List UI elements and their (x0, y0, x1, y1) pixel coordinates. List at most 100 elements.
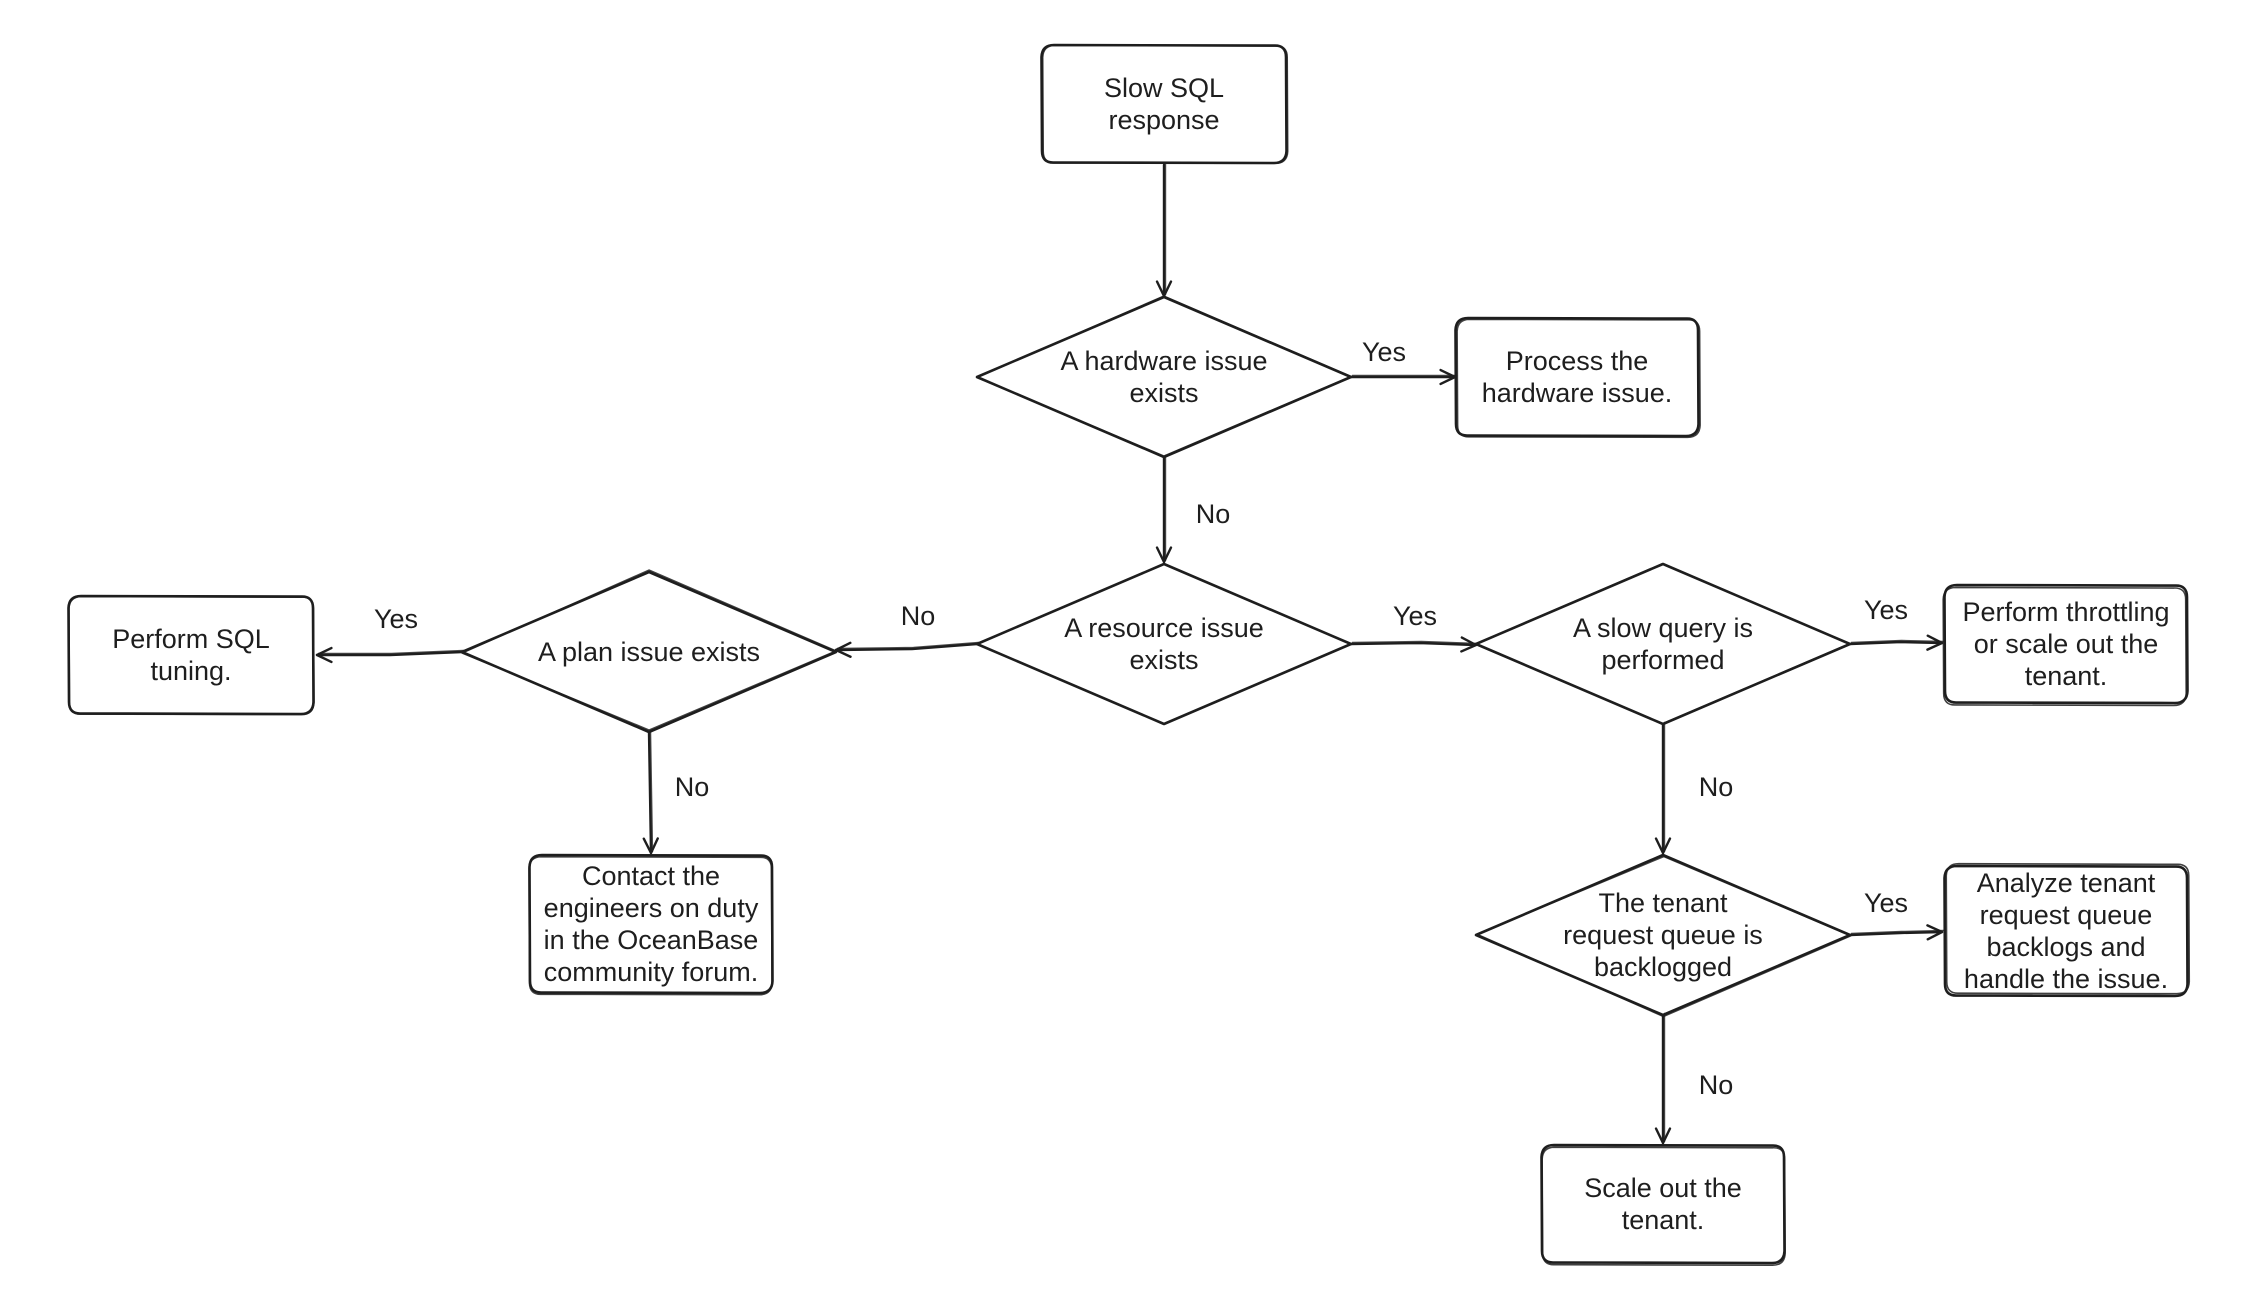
edge-hardware-check-to-process-hardware (1349, 368, 1458, 386)
node-text-line: Analyze tenant (1977, 868, 2156, 898)
node-text-line: hardware issue. (1482, 378, 1673, 408)
process-box-sketch-stroke (68, 595, 315, 716)
node-text-line: A resource issue (1064, 613, 1264, 643)
decision-diamond-outline (975, 562, 1353, 726)
edge-hardware-check-to-resource-check (1155, 454, 1173, 564)
node-text-line: or scale out the (1974, 629, 2159, 659)
node-text-line: tenant. (2025, 661, 2108, 691)
decision-plan-check: A plan issue exists (460, 569, 838, 734)
node-text-line: Scale out the (1584, 1173, 1742, 1203)
node-text-line: performed (1601, 645, 1724, 675)
edge-queue-check-to-analyze-queue (1848, 924, 1945, 941)
connector-line (834, 642, 979, 652)
edges-layer (315, 162, 1945, 1145)
connector-sketch-stroke (1850, 929, 1945, 935)
connector-sketch-stroke (1850, 639, 1945, 644)
process-box-sketch-stroke (528, 855, 773, 996)
edge-label-no: No (1699, 1070, 1734, 1100)
connector-sketch-stroke (649, 729, 654, 853)
edge-label-no: No (1196, 499, 1231, 529)
node-text-line: handle the issue. (1964, 964, 2168, 994)
edge-resource-check-to-slow-query-check (1349, 636, 1479, 653)
connector-line (1848, 640, 1944, 646)
node-text-line: A hardware issue (1060, 346, 1267, 376)
decision-diamond-outline (1474, 562, 1852, 726)
connector-line (315, 650, 464, 657)
decision-diamond-outline (975, 295, 1353, 459)
node-text-line: tuning. (150, 656, 231, 686)
node-text-line: exists (1129, 378, 1198, 408)
node-text-line: community forum. (544, 957, 759, 987)
node-text-line: request queue is (1563, 920, 1763, 950)
decision-diamond-sketch-stroke (1476, 855, 1852, 1018)
node-text-line: Perform throttling (1962, 597, 2169, 627)
node-text-line: in the OceanBase (544, 925, 759, 955)
node-text-line: response (1108, 105, 1219, 135)
node-text-line: A slow query is (1573, 613, 1753, 643)
process-box-outline (1454, 316, 1700, 438)
process-box-sketch-stroke (1945, 862, 2191, 995)
edge-plan-check-to-sql-tuning (315, 646, 465, 664)
process-box-outline (1540, 1143, 1786, 1265)
edge-plan-check-to-contact-engineers (642, 729, 659, 855)
arrowhead-icon (1926, 924, 1944, 941)
edge-label-yes: Yes (1864, 888, 1908, 918)
edge-resource-check-to-plan-check (834, 641, 980, 658)
node-text-line: backlogs and (1986, 932, 2145, 962)
node-text-line: Contact the (582, 861, 720, 891)
node-text-line: A plan issue exists (538, 637, 760, 667)
node-text-line: exists (1129, 645, 1198, 675)
edge-label-yes: Yes (1393, 601, 1437, 631)
process-box-outline (1943, 864, 2189, 998)
edge-slow-query-check-to-throttling (1848, 634, 1945, 651)
node-text-line: backlogged (1594, 952, 1732, 982)
decision-diamond-sketch-stroke (461, 569, 837, 731)
node-text-line: tenant. (1622, 1205, 1705, 1235)
edge-label-no: No (901, 601, 936, 631)
arrowhead-icon (315, 646, 333, 664)
edge-start-to-hardware-check (1155, 162, 1173, 298)
node-text-line: engineers on duty (544, 893, 759, 923)
edge-queue-check-to-scale-out (1654, 1012, 1672, 1145)
process-box-outline (1040, 43, 1288, 165)
connector-line (1349, 641, 1478, 647)
node-text-line: The tenant (1598, 888, 1728, 918)
process-box-sketch-stroke (1041, 44, 1289, 165)
edge-label-no: No (1699, 772, 1734, 802)
edge-label-yes: Yes (1864, 595, 1908, 625)
arrowhead-icon (642, 837, 659, 855)
node-text-line: Slow SQL (1104, 73, 1224, 103)
connector-sketch-stroke (1351, 640, 1479, 645)
node-text-line: request queue (1980, 900, 2153, 930)
connector-line (647, 730, 653, 855)
connector-sketch-stroke (317, 649, 465, 655)
edge-label-yes: Yes (1362, 337, 1406, 367)
arrowhead-icon (1155, 546, 1173, 564)
decision-diamond-sketch-stroke (976, 563, 1352, 725)
decision-diamond-sketch-stroke (976, 295, 1352, 457)
process-box-sketch-stroke (1456, 318, 1701, 439)
arrowhead-icon (1926, 634, 1944, 651)
process-box-sketch-stroke (1942, 586, 2187, 707)
edge-slow-query-check-to-queue-check (1654, 721, 1672, 855)
connector-sketch-stroke (836, 641, 980, 650)
arrowhead-icon (1654, 1127, 1672, 1145)
arrowhead-icon (834, 641, 852, 658)
edge-label-yes: Yes (374, 604, 418, 634)
node-text-line: Process the (1506, 346, 1649, 376)
node-text-line: Perform SQL (112, 624, 270, 654)
